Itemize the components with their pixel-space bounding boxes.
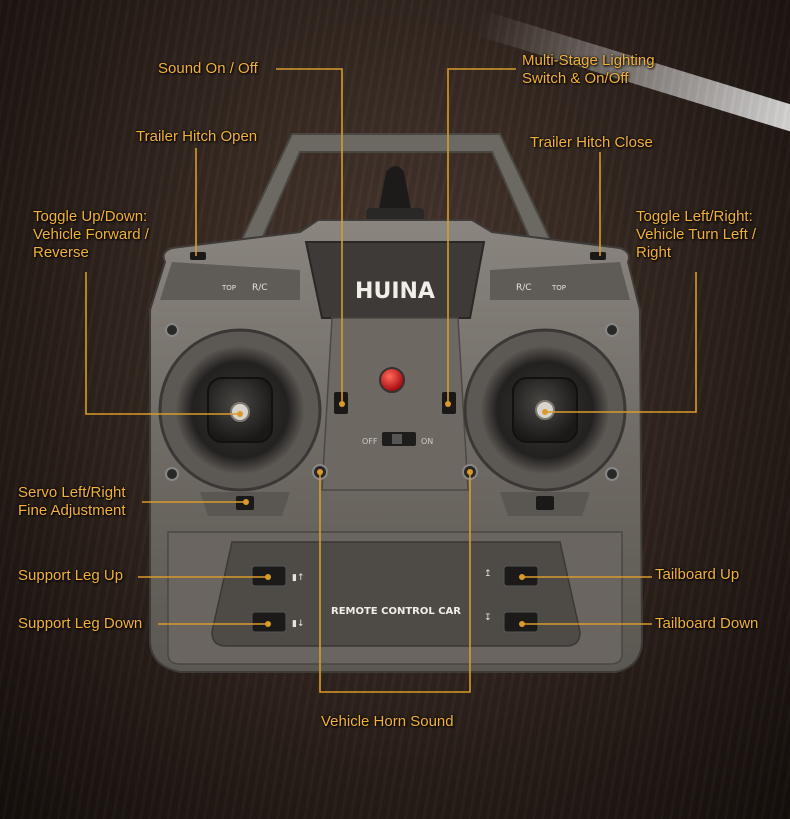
power-switch-knob — [392, 434, 402, 444]
brushed-panel — [211, 541, 581, 647]
brand-plate — [304, 241, 486, 319]
switch-off-label: OFF — [362, 437, 378, 446]
label-hitch-close: Trailer Hitch Close — [530, 134, 653, 151]
power-led — [379, 367, 405, 393]
label-toggle-up-down: Toggle Up/Down: Vehicle Forward / Revers… — [33, 208, 149, 261]
right-top-badge: TOP — [551, 284, 566, 292]
callout-dots — [237, 401, 548, 627]
tailboard-up-icon: ↥ — [484, 569, 492, 579]
right-rc-badge: R/C — [516, 283, 532, 293]
right-shoulder — [490, 262, 630, 300]
tailboard-down-icon: ↧ — [484, 613, 492, 623]
screws — [165, 323, 619, 481]
label-tailboard-up: Tailboard Up — [655, 566, 740, 583]
hitch-open-button[interactable] — [190, 252, 206, 260]
right-trim-switch[interactable] — [536, 496, 554, 510]
label-tailboard-down: Tailboard Down — [655, 615, 759, 632]
hitch-close-button[interactable] — [590, 252, 606, 260]
center-column — [321, 317, 469, 491]
label-hitch-open: Trailer Hitch Open — [136, 128, 258, 145]
callout-lines — [85, 68, 697, 693]
label-horn: Vehicle Horn Sound — [321, 713, 454, 730]
label-lighting: Multi-Stage Lighting Switch & On/Off — [522, 52, 655, 87]
antenna — [378, 166, 412, 215]
label-support-down: Support Leg Down — [18, 615, 143, 632]
left-shoulder — [160, 262, 300, 300]
leg-up-icon: ▮↑ — [292, 573, 305, 583]
switch-on-label: ON — [421, 437, 433, 446]
label-servo: Servo Left/Right Fine Adjustment — [18, 484, 126, 519]
panel-text: REMOTE CONTROL CAR — [331, 606, 461, 617]
label-sound: Sound On / Off — [158, 60, 258, 77]
label-toggle-left-right: Toggle Left/Right: Vehicle Turn Left / R… — [636, 208, 757, 261]
leg-down-icon: ▮↓ — [292, 619, 305, 629]
antenna-base — [366, 208, 424, 222]
left-rc-badge: R/C — [252, 283, 268, 293]
label-support-up: Support Leg Up — [18, 567, 124, 584]
brand-logo: HUINA — [355, 279, 435, 304]
left-top-badge: TOP — [221, 284, 236, 292]
